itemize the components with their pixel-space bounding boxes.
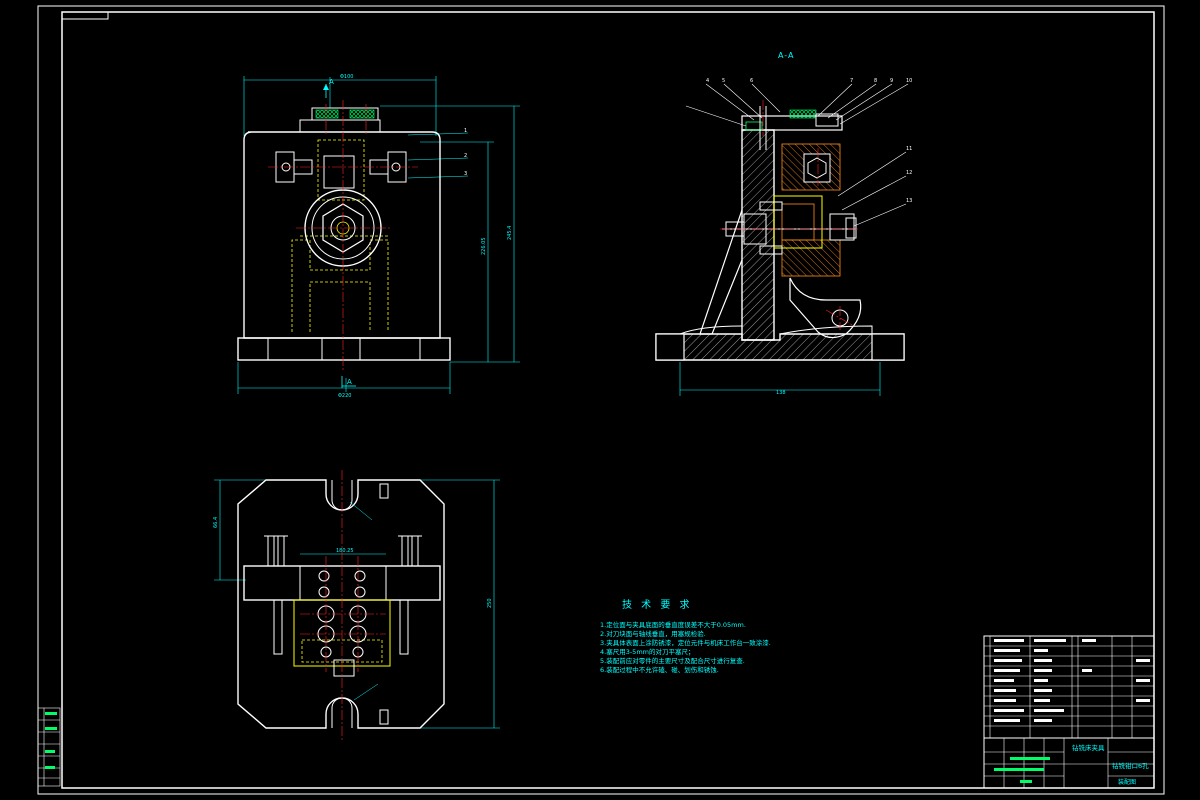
drawing-number: 装配图 [1118, 778, 1136, 786]
svg-text:12: 12 [906, 170, 912, 176]
svg-text:3: 3 [464, 171, 467, 177]
requirement-line: 2.对刀块面与轴线垂直，用塞规检验. [600, 630, 706, 638]
section-marker-top-label: A [329, 78, 334, 86]
requirement-line: 5.装配前应对零件的主要尺寸及配合尺寸进行复查. [600, 657, 745, 665]
drawing-title: 钻铣床夹具 [1072, 743, 1105, 752]
sheet-border [37, 5, 1165, 795]
title-block [983, 635, 1155, 789]
requirement-line: 4.塞尺用3-5mm的对刀平塞尺； [600, 648, 695, 656]
section-marker-top [323, 84, 329, 98]
svg-text:9: 9 [890, 78, 893, 84]
svg-text:138: 138 [776, 390, 786, 396]
svg-text:13: 13 [906, 198, 912, 204]
svg-text:11: 11 [906, 146, 912, 152]
section-view: 13 8 [655, 78, 912, 396]
binding-strip-table [37, 707, 61, 787]
svg-text:7: 7 [850, 78, 853, 84]
technical-requirements-title: 技 术 要 求 [622, 600, 693, 611]
svg-text:250: 250 [487, 598, 493, 608]
svg-text:2: 2 [464, 153, 467, 159]
svg-text:Φ220: Φ220 [338, 393, 351, 399]
svg-text:8: 8 [874, 78, 877, 84]
section-marker-bottom [341, 376, 356, 388]
svg-text:245.4: 245.4 [507, 226, 513, 240]
section-label: A-A [778, 51, 794, 60]
svg-text:6: 6 [750, 78, 753, 84]
requirement-line: 6.装配过程中不允许磕、碰、划伤和锈蚀. [600, 666, 719, 674]
svg-text:Φ100: Φ100 [340, 74, 353, 80]
svg-text:226.05: 226.05 [481, 238, 487, 256]
svg-text:66.4: 66.4 [213, 517, 219, 528]
svg-text:180.25: 180.25 [336, 548, 354, 554]
requirement-line: 1.定位面与夹具底面的垂直度误差不大于0.05mm. [600, 621, 746, 629]
section-marker-bottom-label: A [347, 378, 352, 386]
top-view: 66.4 250 180.25 [213, 470, 500, 740]
svg-text:4: 4 [706, 78, 709, 84]
technical-requirements: 技 术 要 求 1.定位面与夹具底面的垂直度误差不大于0.05mm. 2.对刀块… [600, 596, 880, 675]
svg-text:10: 10 [906, 78, 912, 84]
front-view: Φ100 Φ220 245.4 226.05 1 2 3 [237, 74, 520, 399]
requirement-line: 3.夹具体表面上涂防锈漆，定位元件与机床工作台一致涂漆. [600, 639, 771, 647]
svg-text:1: 1 [464, 128, 467, 134]
svg-text:5: 5 [722, 78, 725, 84]
part-title: 钻铣钳口6孔 [1112, 761, 1149, 770]
